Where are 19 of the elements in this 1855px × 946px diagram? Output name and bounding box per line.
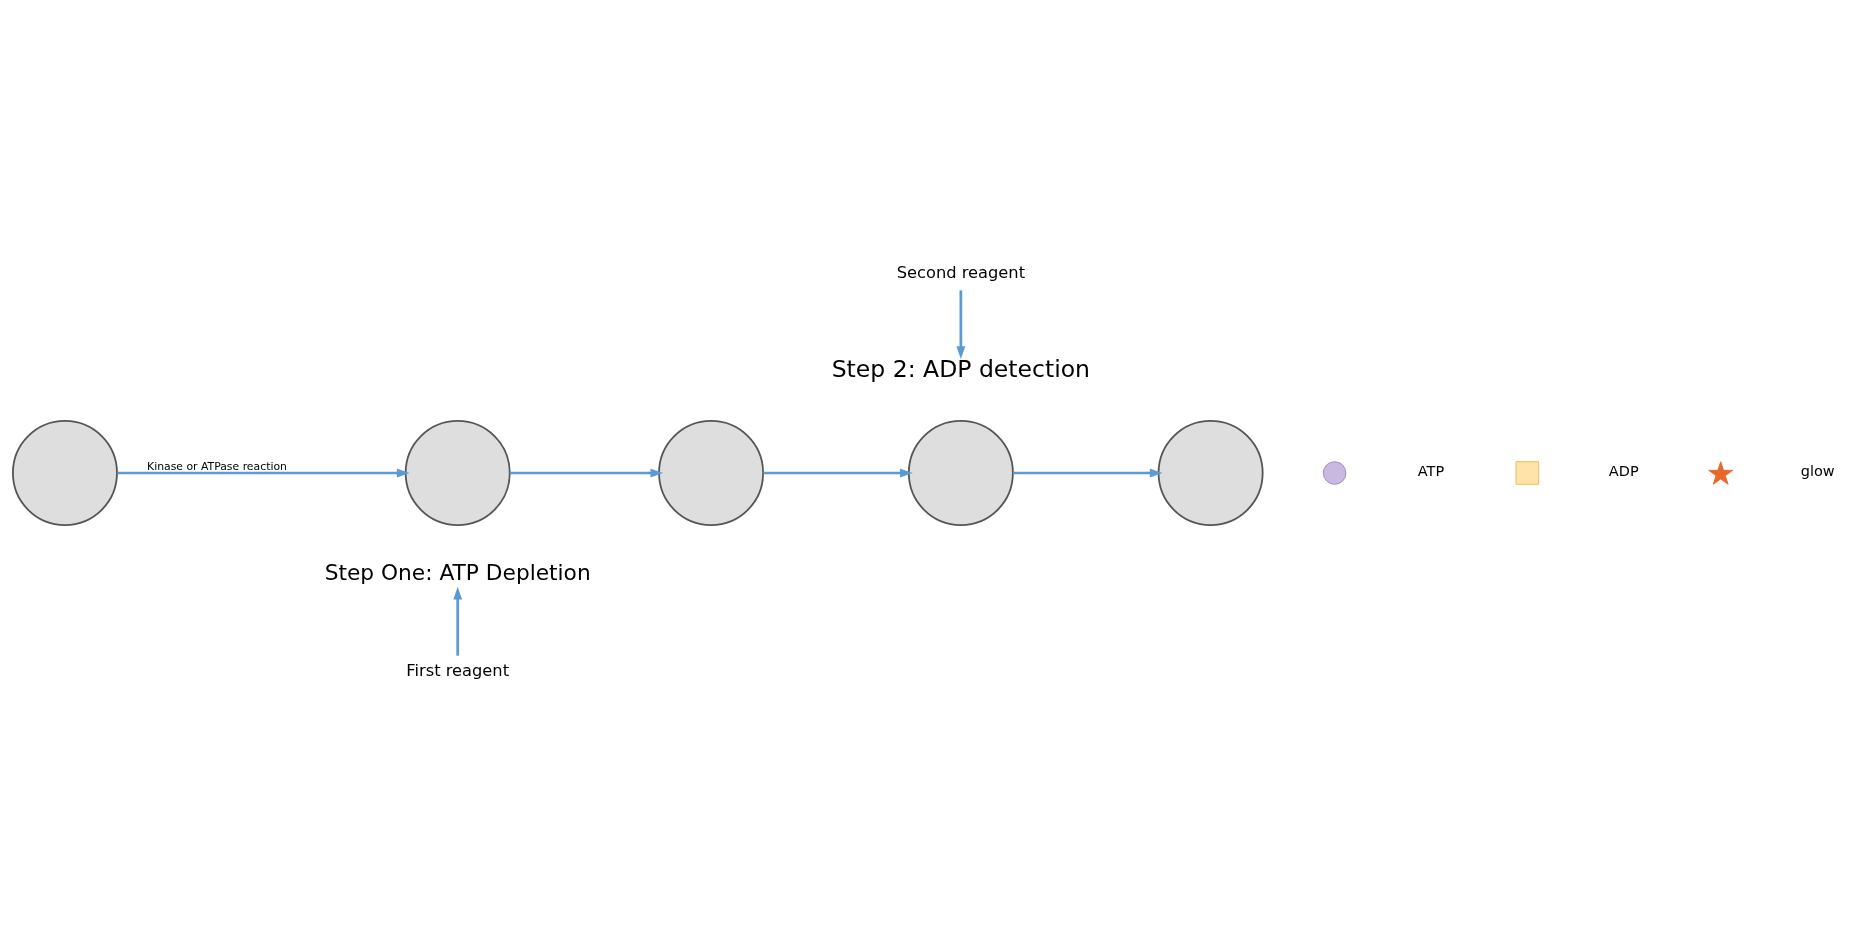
arrow <box>1013 468 1163 478</box>
arrow <box>453 586 463 656</box>
arrow <box>117 468 410 478</box>
node-text: Second reagent <box>896 262 1026 282</box>
arrow <box>763 468 913 478</box>
node-text: Step One: ATP Depletion <box>324 559 591 585</box>
node-text: First reagent <box>406 661 510 681</box>
arrow <box>956 290 966 359</box>
node-circle <box>658 420 765 526</box>
node-circle <box>12 420 118 526</box>
node-circle <box>907 420 1014 526</box>
legend-label: ATP <box>1417 463 1445 480</box>
arrow <box>509 468 664 478</box>
legend-label: glow <box>1800 463 1835 480</box>
legend-label: ADP <box>1608 463 1639 480</box>
node-circle <box>404 420 511 526</box>
node-circle <box>1157 420 1264 526</box>
node-text: Step 2: ADP detection <box>831 355 1090 384</box>
edge-label: Kinase or ATPase reaction <box>147 459 287 473</box>
